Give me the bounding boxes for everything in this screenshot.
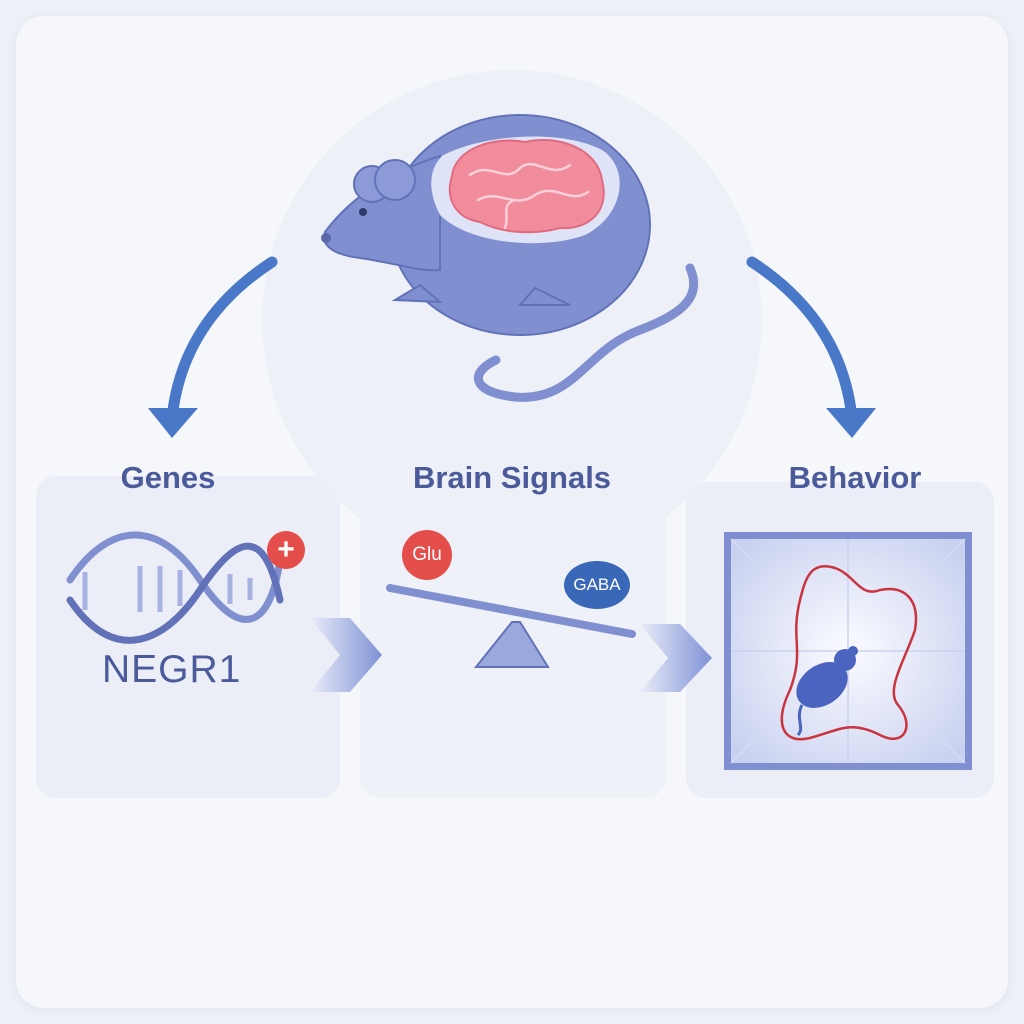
gene-plus-badge: + [277,533,295,566]
brain-icon [448,138,605,234]
left-curved-arrow [148,256,278,438]
dna-icon [66,531,284,644]
genes-panel [36,476,340,798]
glu-bubble: Glu [402,530,452,580]
right-curved-arrow [746,256,876,438]
gaba-bubble: GABA [564,561,630,609]
gene-name: NEGR1 [102,648,242,691]
chevron-arrow-2 [640,624,712,692]
arena-mouse-icon [796,646,858,737]
open-field-arena [724,532,972,770]
stage-label-brain-signals: Brain Signals [412,460,612,495]
chevron-arrow-1 [310,618,382,692]
seesaw-icon [386,584,636,668]
gene-plus-badge-circle [267,531,305,569]
stage-label-genes: Genes [120,460,216,495]
stage-label-behavior: Behavior [788,460,922,495]
movement-track [780,565,918,741]
